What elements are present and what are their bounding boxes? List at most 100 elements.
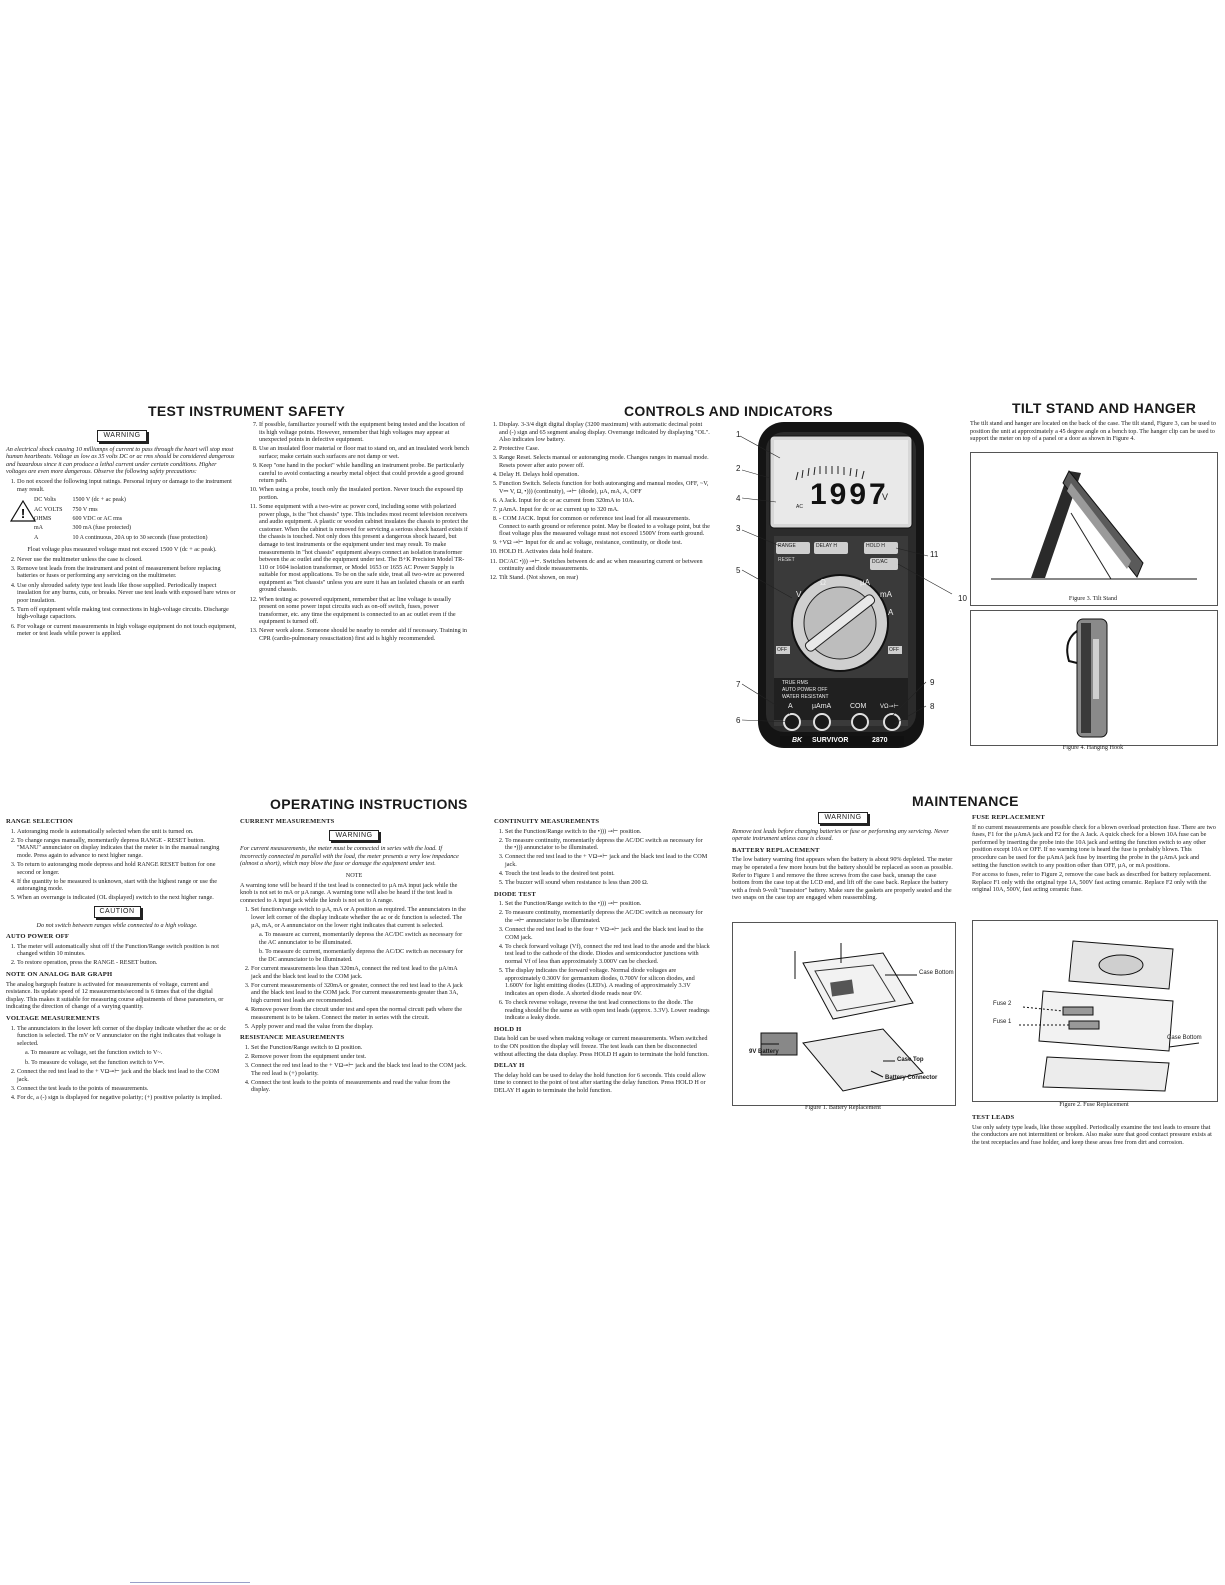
jack-uama-label: µAmA [812,703,832,710]
continuity-heading: CONTINUITY MEASUREMENTS [494,818,600,825]
current-heading: CURRENT MEASUREMENTS [240,818,335,825]
diode-item: To measure continuity, momentarily depre… [505,909,710,924]
current-item: Remove power from the circuit under test… [251,1006,468,1021]
battery-connector-label: Battery Connector [885,1075,938,1081]
callout-6: 6 [736,716,741,725]
callout-7: 7 [736,680,741,689]
maintenance-warning-text: Remove test leads before changing batter… [732,827,949,843]
continuity-item: The buzzer will sound when resistance is… [505,879,710,887]
meter-ac: AC [796,504,803,510]
reset-label: RESET [778,557,795,563]
case-top-label: Case Top [897,1057,924,1063]
range-item: To change ranges manually, momentarily d… [17,837,228,860]
safety-item: Do not exceed the following input rating… [17,478,238,493]
test-leads-text: Use only safety type leads, like those s… [972,1123,1212,1146]
range-heading: RANGE SELECTION [6,818,73,825]
control-item: - COM JACK. Input for common or referenc… [499,515,710,538]
operating-title: OPERATING INSTRUCTIONS [270,796,468,812]
bar-graph-heading: NOTE ON ANALOG BAR GRAPH [6,971,113,978]
control-item: Tilt Stand. (Not shown, on rear) [499,574,710,582]
dial-off-left: OFF [777,647,787,653]
control-item: Range Reset. Selects manual or autorangi… [499,454,710,469]
resistance-heading: RESISTANCE MEASUREMENTS [240,1034,345,1042]
diode-item: The display indicates the forward voltag… [505,967,710,997]
fuse-heading: FUSE REPLACEMENT [972,814,1045,821]
safety-item: Never work alone. Someone should be near… [259,627,470,642]
water-label: WATER RESISTANT [782,694,829,700]
control-item: µAmA. Input for dc or ac current up to 3… [499,506,710,514]
callout-11: 11 [930,550,939,559]
continuity-item: Set the Function/Range switch to the •))… [505,828,710,836]
svg-text:!: ! [21,506,25,521]
delay-button[interactable]: DELAY H [816,543,837,549]
safety-column-left: WARNING An electrical shock causing 10 m… [6,428,238,640]
hold-button[interactable]: HOLD H [866,543,885,549]
callout-8: 8 [930,702,935,711]
voltage-sub-item: b. To measure dc voltage, set the functi… [25,1058,165,1066]
control-item: +VΩ ⊸⊢ Input for dc and ac voltage, resi… [499,539,710,547]
safety-item: For voltage or current measurements in h… [17,623,238,638]
maintenance-battery-column: WARNING Remove test leads before changin… [732,810,954,904]
float-voltage-note: Float voltage plus measured voltage must… [27,546,217,554]
fig2-case-bottom-label: Case Bottom [1167,1035,1202,1041]
current-item: For current measurements less than 320mA… [251,965,468,980]
safety-item: Never use the multimeter unless the case… [17,556,238,564]
safety-column-right: If possible, familiarize yourself with t… [248,421,470,645]
battery-9v-label: 9V Battery [749,1049,779,1055]
controls-title: CONTROLS AND INDICATORS [624,403,833,419]
meter-unit: V [882,492,889,502]
figure-1-caption: Figure 1. Battery Replacement [805,1104,881,1111]
multimeter-illustration: 1997 V AC RANGE RESET DELAY H HOLD H DC/… [720,418,960,750]
callout-5: 5 [736,566,741,575]
bar-graph-text: The analog bargraph feature is activated… [6,980,224,1011]
figure-3-tilt-stand [970,452,1218,606]
safety-item: Remove test leads from the instrument an… [17,565,238,580]
figure-2-fuse-replacement: Fuse 2 Fuse 1 Case Bottom [972,920,1218,1102]
true-rms-label: TRUE RMS [782,680,809,686]
note-text: A warning tone will be heard if the test… [240,881,458,904]
dial-v: V [796,590,802,599]
dcac-button[interactable]: DC/AC [872,559,888,565]
auto-off-heading: AUTO POWER OFF [6,933,70,941]
hold-heading: HOLD H [494,1025,522,1033]
delay-heading: DELAY H [494,1062,525,1070]
safety-item: When testing ac powered equipment, remem… [259,596,470,626]
fuse-text: If no current measurements are possible … [972,823,1216,869]
controls-list: Display. 3-3/4 digit digital display (32… [488,421,710,584]
model-number: 2870 [872,737,888,744]
test-leads-heading: TEST LEADS [972,1114,1015,1121]
auto-off-label: AUTO POWER OFF [782,687,828,693]
voltage-sub-item: a. To measure ac voltage, set the functi… [25,1049,163,1057]
range-item: If the quantity to be measured is unknow… [17,878,228,893]
case-bottom-label: Case Bottom [919,970,954,976]
dial-off-right: OFF [889,647,899,653]
current-item: For current measurements of 320mA or gre… [251,982,468,1005]
safety-item: Some equipment with a two-wire ac power … [259,503,470,594]
auto-off-item: To restore operation, press the RANGE - … [17,959,228,967]
control-item: Delay H. Delays hold operation. [499,471,710,479]
resistance-item: Remove power from the equipment under te… [251,1053,468,1061]
meter-digits: 1997 [810,478,889,511]
tilt-stand-drawing [991,470,1197,580]
safety-item: When using a probe, touch only the insul… [259,486,470,501]
note-heading: NOTE [345,871,363,879]
range-button[interactable]: RANGE [778,543,796,549]
safety-item: Use an insulated floor material or floor… [259,445,470,460]
hanging-hook-drawing [1066,618,1108,738]
battery-heading: BATTERY REPLACEMENT [732,846,820,854]
caution-box: CAUTION [93,905,141,918]
diode-item: To check reverse voltage, reverse the te… [505,999,710,1022]
resistance-item: Set the Function/Range switch to Ω posit… [251,1044,468,1052]
voltage-item: The annunciators in the lower left corne… [17,1024,227,1047]
tilt-title: TILT STAND AND HANGER [1012,400,1197,416]
page-bottom-rule [130,1582,250,1583]
figure-4-hanging-hook [970,610,1218,746]
fuse-1-label: Fuse 1 [993,1019,1012,1025]
maintenance-fuse-column: FUSE REPLACEMENT If no current measureme… [972,810,1216,896]
voltage-heading: VOLTAGE MEASUREMENTS [6,1014,100,1022]
diode-heading: DIODE TEST [494,890,537,898]
resistance-item: Connect the test leads to the points of … [251,1079,468,1094]
callout-lines [739,435,953,725]
multimeter-drawing [758,422,924,748]
